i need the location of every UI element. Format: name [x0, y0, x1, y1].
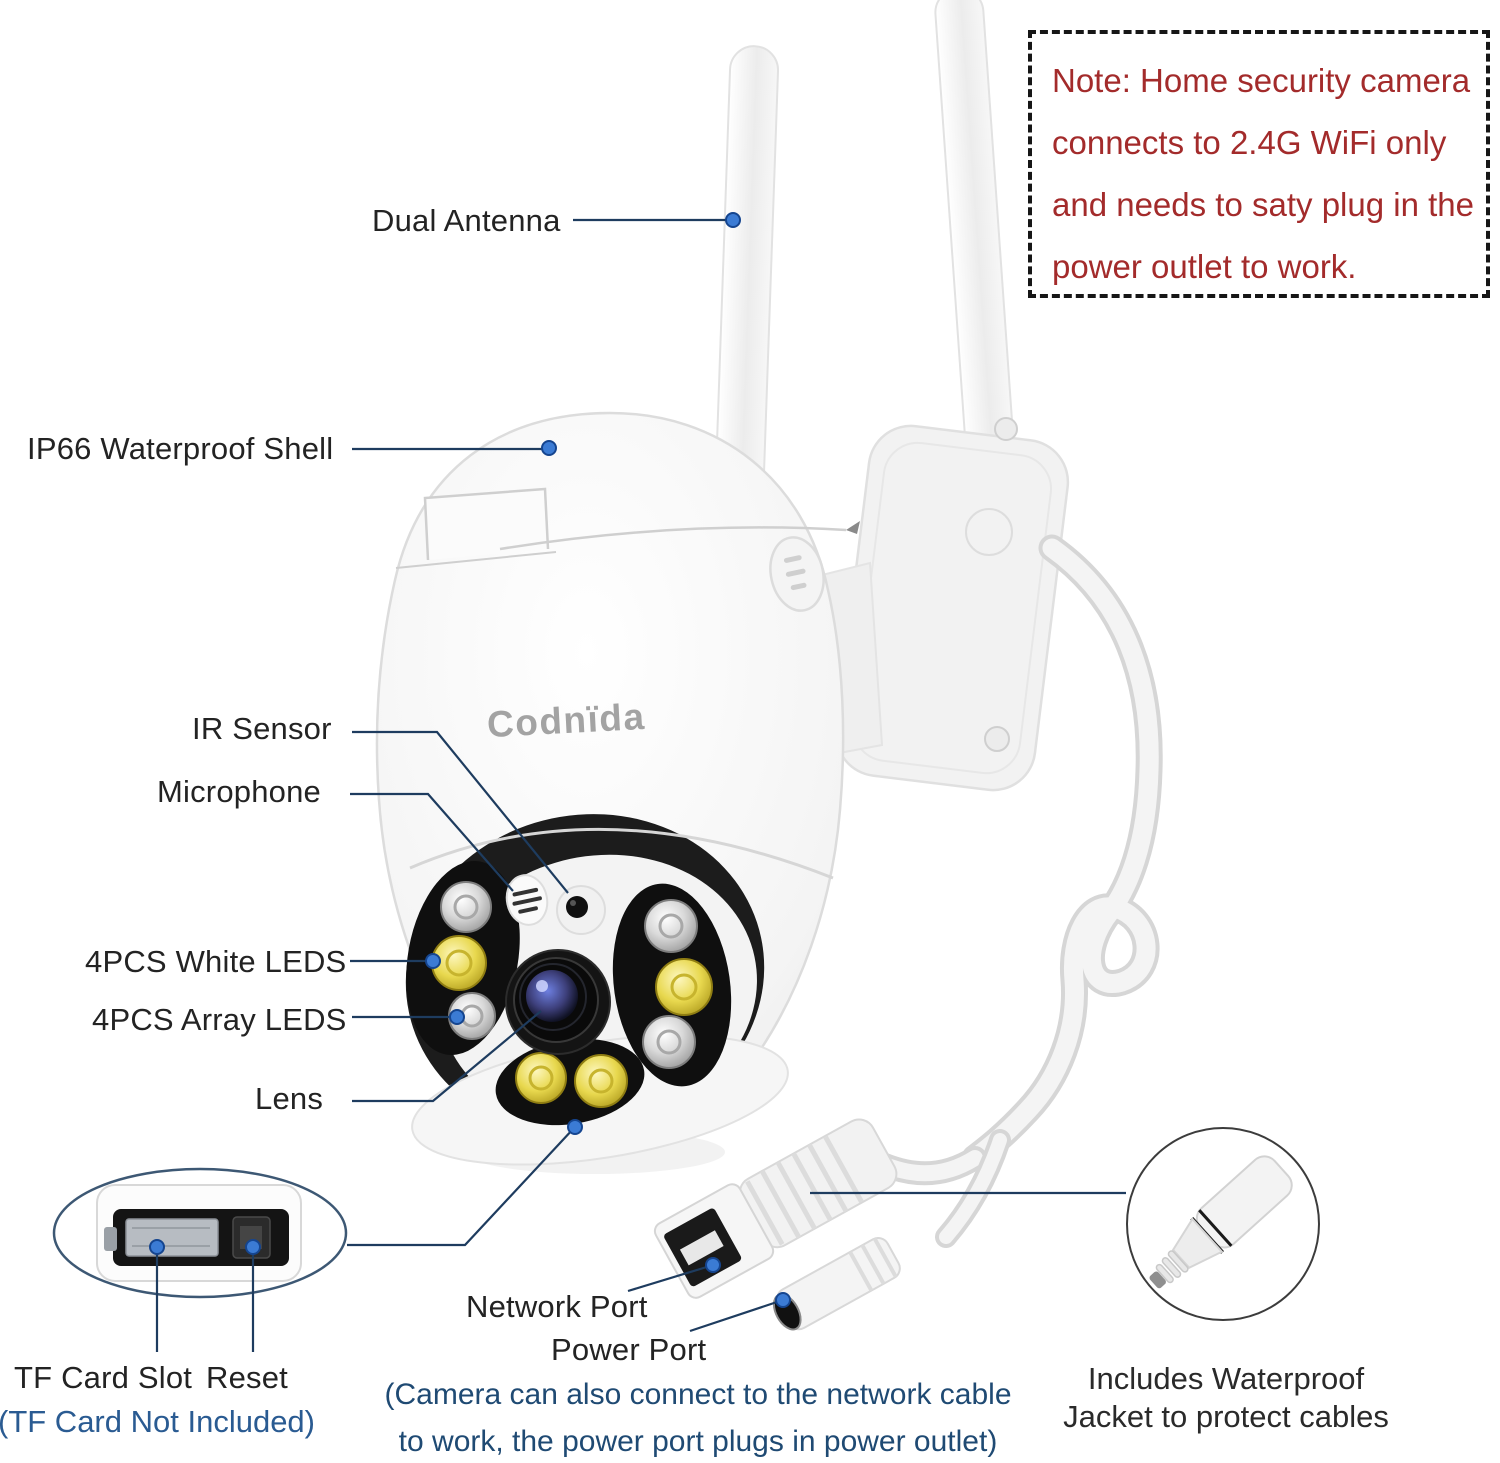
leader-power-port	[689, 1299, 781, 1333]
speaker-oval	[769, 536, 825, 612]
waterproof-footnote-line-1: Includes Waterproof	[1087, 1361, 1365, 1396]
dome-step-notch	[423, 487, 550, 561]
white-led-3	[515, 1052, 567, 1104]
tf-card	[125, 1218, 219, 1257]
waterproof-jacket-inset	[1126, 1127, 1320, 1321]
network-connector	[653, 1118, 898, 1299]
note-line-1: Note: Home security camera	[1052, 62, 1471, 99]
label-array-leds: 4PCS Array LEDS	[92, 1002, 347, 1037]
white-led-2	[655, 958, 713, 1016]
leader-lens	[352, 1010, 542, 1103]
label-ip66-shell: IP66 Waterproof Shell	[27, 431, 334, 466]
usb-stub	[104, 1227, 117, 1251]
array-led-3	[644, 899, 698, 953]
leader-tf-inset	[347, 1127, 575, 1247]
note-line-3: and needs to saty plug in the	[1052, 186, 1474, 223]
label-tf-card-slot: TF Card Slot	[14, 1360, 193, 1395]
microphone-port	[505, 874, 549, 926]
camera-connection-footnote: (Camera can also connect to the network …	[368, 1371, 1028, 1463]
hood-edge	[409, 827, 834, 880]
waterproof-footnote-line-2: Jacket to protect cables	[1063, 1399, 1389, 1434]
leader-ir-sensor	[352, 730, 569, 894]
power-connector	[772, 1237, 901, 1331]
note-line-4: power outlet to work.	[1052, 248, 1357, 285]
label-power-port: Power Port	[551, 1332, 707, 1367]
camera-face	[405, 814, 834, 1174]
array-led-1	[440, 881, 492, 933]
leader-lines	[155, 218, 1126, 1352]
leader-microphone	[350, 792, 514, 892]
dome-seam-main	[499, 526, 847, 551]
label-dual-antenna: Dual Antenna	[372, 203, 561, 238]
dome-seam-left	[395, 551, 557, 569]
waterproof-footnote: Includes Waterproof Jacket to protect ca…	[1036, 1360, 1416, 1436]
mount-screw-top	[994, 417, 1018, 441]
mount-screw-bottom	[984, 726, 1010, 752]
label-lens: Lens	[255, 1081, 324, 1116]
rj45-clip	[679, 1230, 724, 1266]
camera-lens	[505, 949, 611, 1055]
leader-network-port	[627, 1264, 711, 1293]
camera-footnote-line-2: to work, the power port plugs in power o…	[398, 1425, 998, 1458]
ir-sensor-window	[556, 885, 606, 935]
label-ir-sensor: IR Sensor	[192, 711, 332, 746]
tf-card-footnote: (TF Card Not Included)	[0, 1404, 315, 1439]
camera-footnote-line-1: (Camera can also connect to the network …	[384, 1378, 1012, 1411]
label-network-port: Network Port	[466, 1289, 648, 1324]
callout-dots	[149, 212, 791, 1308]
wifi-note-box: Note: Home security camera connects to 2…	[1028, 30, 1490, 298]
label-reset: Reset	[206, 1360, 288, 1395]
label-microphone: Microphone	[157, 774, 321, 809]
dome-seam-arrow	[846, 521, 860, 534]
tf-card-inset	[52, 1167, 348, 1299]
antenna-hinge	[965, 508, 1013, 556]
array-led-4	[642, 1015, 696, 1069]
brand-logo: Codnïda	[486, 695, 647, 746]
white-led-4	[574, 1054, 628, 1108]
note-line-2: connects to 2.4G WiFi only	[1052, 124, 1447, 161]
label-white-leds: 4PCS White LEDS	[85, 944, 347, 979]
